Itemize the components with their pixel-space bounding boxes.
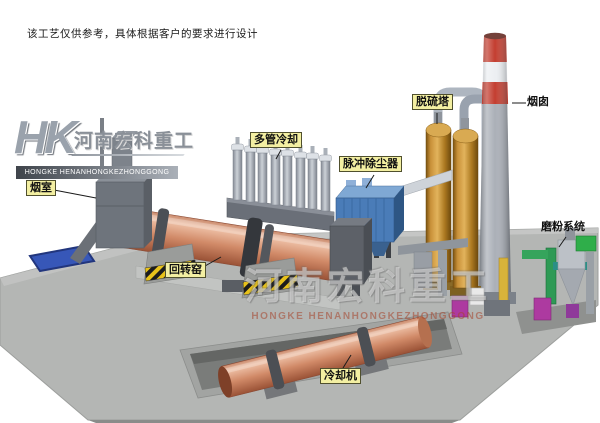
label-desulfurization-tower: 脱硫塔: [412, 94, 453, 110]
cooler-support-2: [354, 357, 389, 377]
logo: HK 河南宏科重工 HONGKE HENANHONGKEZHONGGONG: [12, 108, 193, 192]
magenta-unit-3: [451, 295, 469, 318]
tower-skirt-2: [450, 286, 481, 296]
magenta-unit-1: [533, 297, 552, 321]
yellow-pipe: [498, 257, 509, 307]
label-rotary-kiln: 回转窑: [165, 262, 206, 278]
cooler-tube: [244, 139, 257, 203]
chimney: [474, 32, 516, 304]
label-smoke-chamber: 烟室: [26, 180, 56, 196]
cooler-tyre-2: [356, 326, 376, 367]
cooler-support-1: [263, 380, 298, 400]
hood-leg: [337, 284, 345, 296]
label-grinding-system: 磨粉系统: [541, 221, 585, 233]
gray-duct: [398, 238, 468, 255]
riser-duct-top: [112, 131, 138, 138]
logo-banner: HONGKE HENANHONGKEZHONGGONG: [16, 166, 178, 179]
white-box: [469, 287, 485, 306]
cooling-machine: [218, 316, 432, 400]
smoke-chamber-front: [95, 181, 145, 249]
label-multi-tube-cooler: 多管冷却: [250, 132, 302, 148]
collector-top: [335, 185, 405, 199]
collector-leg: [386, 242, 391, 258]
fan-box: [484, 300, 510, 316]
cyclone-cone: [557, 268, 586, 306]
label-cooling-machine: 冷却机: [320, 368, 361, 384]
green-duct-horizontal: [522, 250, 548, 259]
desulfurization-tower-2: [452, 118, 479, 289]
hood-top: [330, 218, 372, 226]
kiln-girth-gear: [239, 217, 263, 278]
cooler-tube: [231, 137, 244, 201]
magenta-unit-2: [566, 304, 579, 318]
disclaimer-text: 该工艺仅供参考，具体根据客户的要求进行设计: [27, 28, 258, 40]
kiln-tyre-2: [258, 224, 274, 276]
cooler-inlet: [218, 366, 233, 398]
tower-dome-2: [452, 128, 479, 144]
kiln-support-pier-2: [241, 257, 299, 299]
downpipe: [438, 250, 447, 296]
cooler-manifold-top: [227, 198, 334, 216]
kiln-hood: [329, 218, 372, 296]
hood-front: [329, 225, 365, 285]
cooler-tyre-1: [265, 349, 285, 390]
grinding-gray-pipe: [586, 252, 594, 314]
leader-lines: [53, 102, 567, 369]
logo-company-name: 河南宏科重工: [74, 131, 195, 152]
tower-nozzle-2: [461, 118, 469, 132]
chimney-top-rim: [484, 32, 506, 40]
label-chimney: 烟囱: [527, 96, 549, 108]
kiln-drive: [222, 280, 246, 292]
label-pulse-dust-collector: 脉冲除尘器: [339, 156, 402, 172]
kiln-highlight: [119, 209, 342, 251]
chimney-shading: [479, 36, 511, 296]
aux-cabinet: [413, 251, 433, 289]
auxiliary-equipment: [398, 238, 510, 318]
collector-valve-1: [346, 180, 356, 188]
collector-hopper-2: [368, 242, 390, 256]
collector-side: [394, 186, 404, 242]
smoke-chamber-side: [144, 173, 152, 248]
logo-monogram: HK: [14, 111, 77, 163]
platform-front-face: [88, 420, 460, 423]
cooler-tube: [281, 143, 294, 207]
collector-valve-2: [362, 178, 372, 188]
logo-underline: [71, 154, 185, 156]
cyclone-inlet: [565, 228, 575, 241]
tower-nozzle-1: [434, 112, 442, 126]
hood-side: [364, 218, 372, 284]
green-box: [575, 235, 597, 252]
cooler-tube: [256, 140, 269, 204]
hazard-stripe-band: [242, 273, 299, 296]
tower-dome-1: [425, 122, 452, 138]
cooler-end-cap: [417, 316, 432, 348]
cooler-tube: [306, 146, 319, 210]
grinding-system: [516, 228, 597, 334]
cooler-tube: [319, 148, 332, 212]
cooler-tube: [294, 145, 307, 209]
hood-leg: [352, 284, 360, 296]
kiln-tyre-1: [151, 208, 170, 259]
smoke-chamber-pole: [100, 118, 104, 184]
